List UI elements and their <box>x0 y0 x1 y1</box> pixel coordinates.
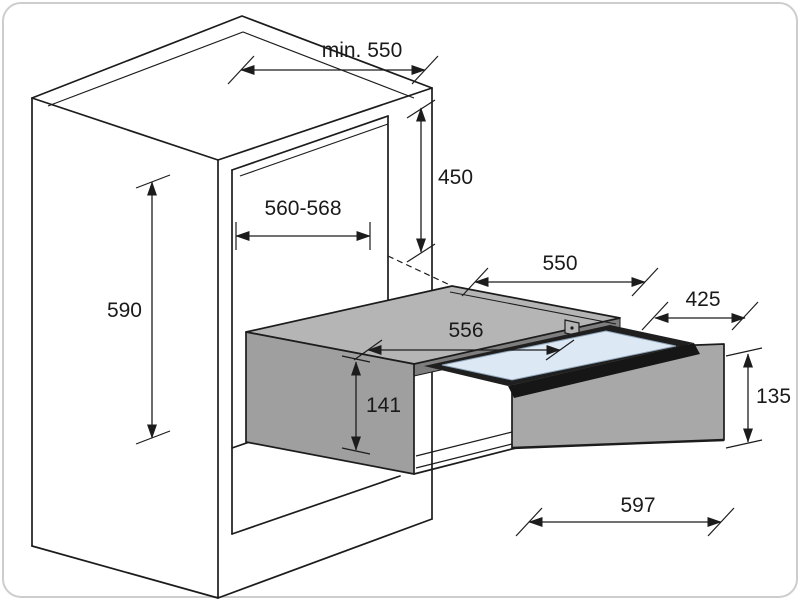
label-open-depth: 425 <box>685 288 720 311</box>
label-min-depth: min. 550 <box>322 39 403 62</box>
drawer-assembly <box>413 325 725 475</box>
label-pullout-depth: 597 <box>620 494 655 517</box>
label-niche-width: 560-568 <box>264 197 341 220</box>
drawer-front-bottom-edge <box>511 438 725 450</box>
drawer-bottom-edge <box>413 447 517 475</box>
label-appliance-depth: 550 <box>542 252 577 275</box>
dim-open-depth: 425 <box>641 288 759 331</box>
dim-appliance-depth: 550 <box>461 252 659 297</box>
label-upper-niche-height: 450 <box>438 166 473 189</box>
glass-panel <box>441 330 677 381</box>
dim-niche-width: 560-568 <box>235 197 371 250</box>
dim-appliance-height: 141 <box>341 355 401 455</box>
cabinet-outline <box>31 15 433 599</box>
label-appliance-width: 556 <box>448 319 483 342</box>
projection-dashed-line <box>387 255 453 287</box>
label-appliance-height: 141 <box>366 394 401 417</box>
label-front-height: 135 <box>756 385 791 408</box>
dim-front-height: 135 <box>725 347 791 449</box>
dim-lower-niche-height: 590 <box>107 174 171 445</box>
drawer-runner-line <box>415 443 513 469</box>
dim-appliance-width: 556 <box>353 319 575 361</box>
drawer-runner-line <box>415 431 513 457</box>
label-lower-niche-height: 590 <box>107 299 142 322</box>
dim-pullout-depth: 597 <box>515 494 735 537</box>
dim-upper-niche-height: 450 <box>406 99 473 263</box>
drawer-front-rail <box>508 343 700 398</box>
dim-min-depth: min. 550 <box>227 39 439 85</box>
latch-dot <box>570 326 574 330</box>
